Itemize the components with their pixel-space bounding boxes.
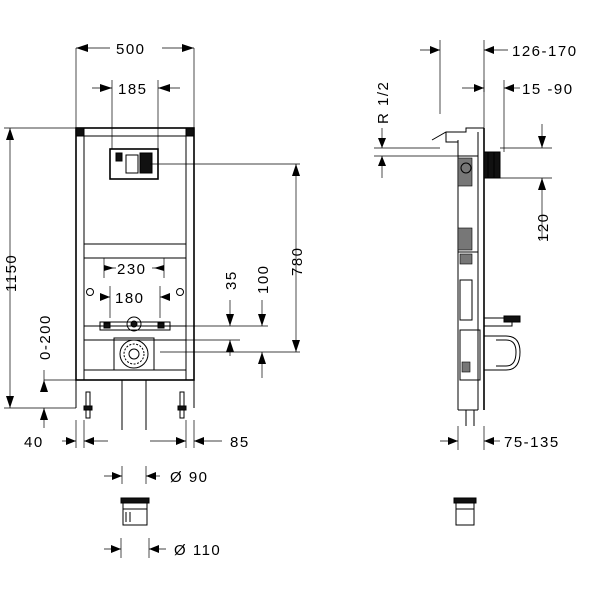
inlet-fitting [99,316,171,332]
dim-780: 780 [289,246,306,276]
dim-180: 180 [115,290,145,307]
pipe-socket-front [120,497,150,526]
cistern-side [457,155,479,253]
dim-500: 500 [116,41,146,58]
dim-126-170: 126-170 [512,43,578,60]
dim-r-1-2: R 1/2 [375,81,392,124]
bracket-left [75,127,85,137]
dim-15-90: 15 -90 [522,81,574,98]
dim-35: 35 [223,270,240,290]
dim-40: 40 [24,434,44,451]
dim-100: 100 [255,264,272,294]
dim-120: 120 [535,212,552,242]
dim-1150: 1150 [3,254,20,292]
drain-fitting [113,337,155,371]
dim-185: 185 [118,81,148,98]
dim-75-135: 75-135 [504,434,560,451]
foot-right [179,391,185,419]
dim-0-200: 0-200 [37,314,54,360]
dim-110: Ø 110 [174,542,221,559]
dim-85: 85 [230,434,250,451]
dim-230: 230 [117,261,147,278]
actuator-side [483,151,501,179]
bracket-right [185,127,195,137]
side-view: 126-170 15 -90 R 1/2 120 75-135 [374,40,578,526]
front-view: 500 185 1150 0-200 780 [3,41,306,559]
frame-outline [75,127,195,381]
foot-left [85,391,91,419]
dim-90: Ø 90 [170,469,209,486]
pipe-socket-side [453,497,477,526]
